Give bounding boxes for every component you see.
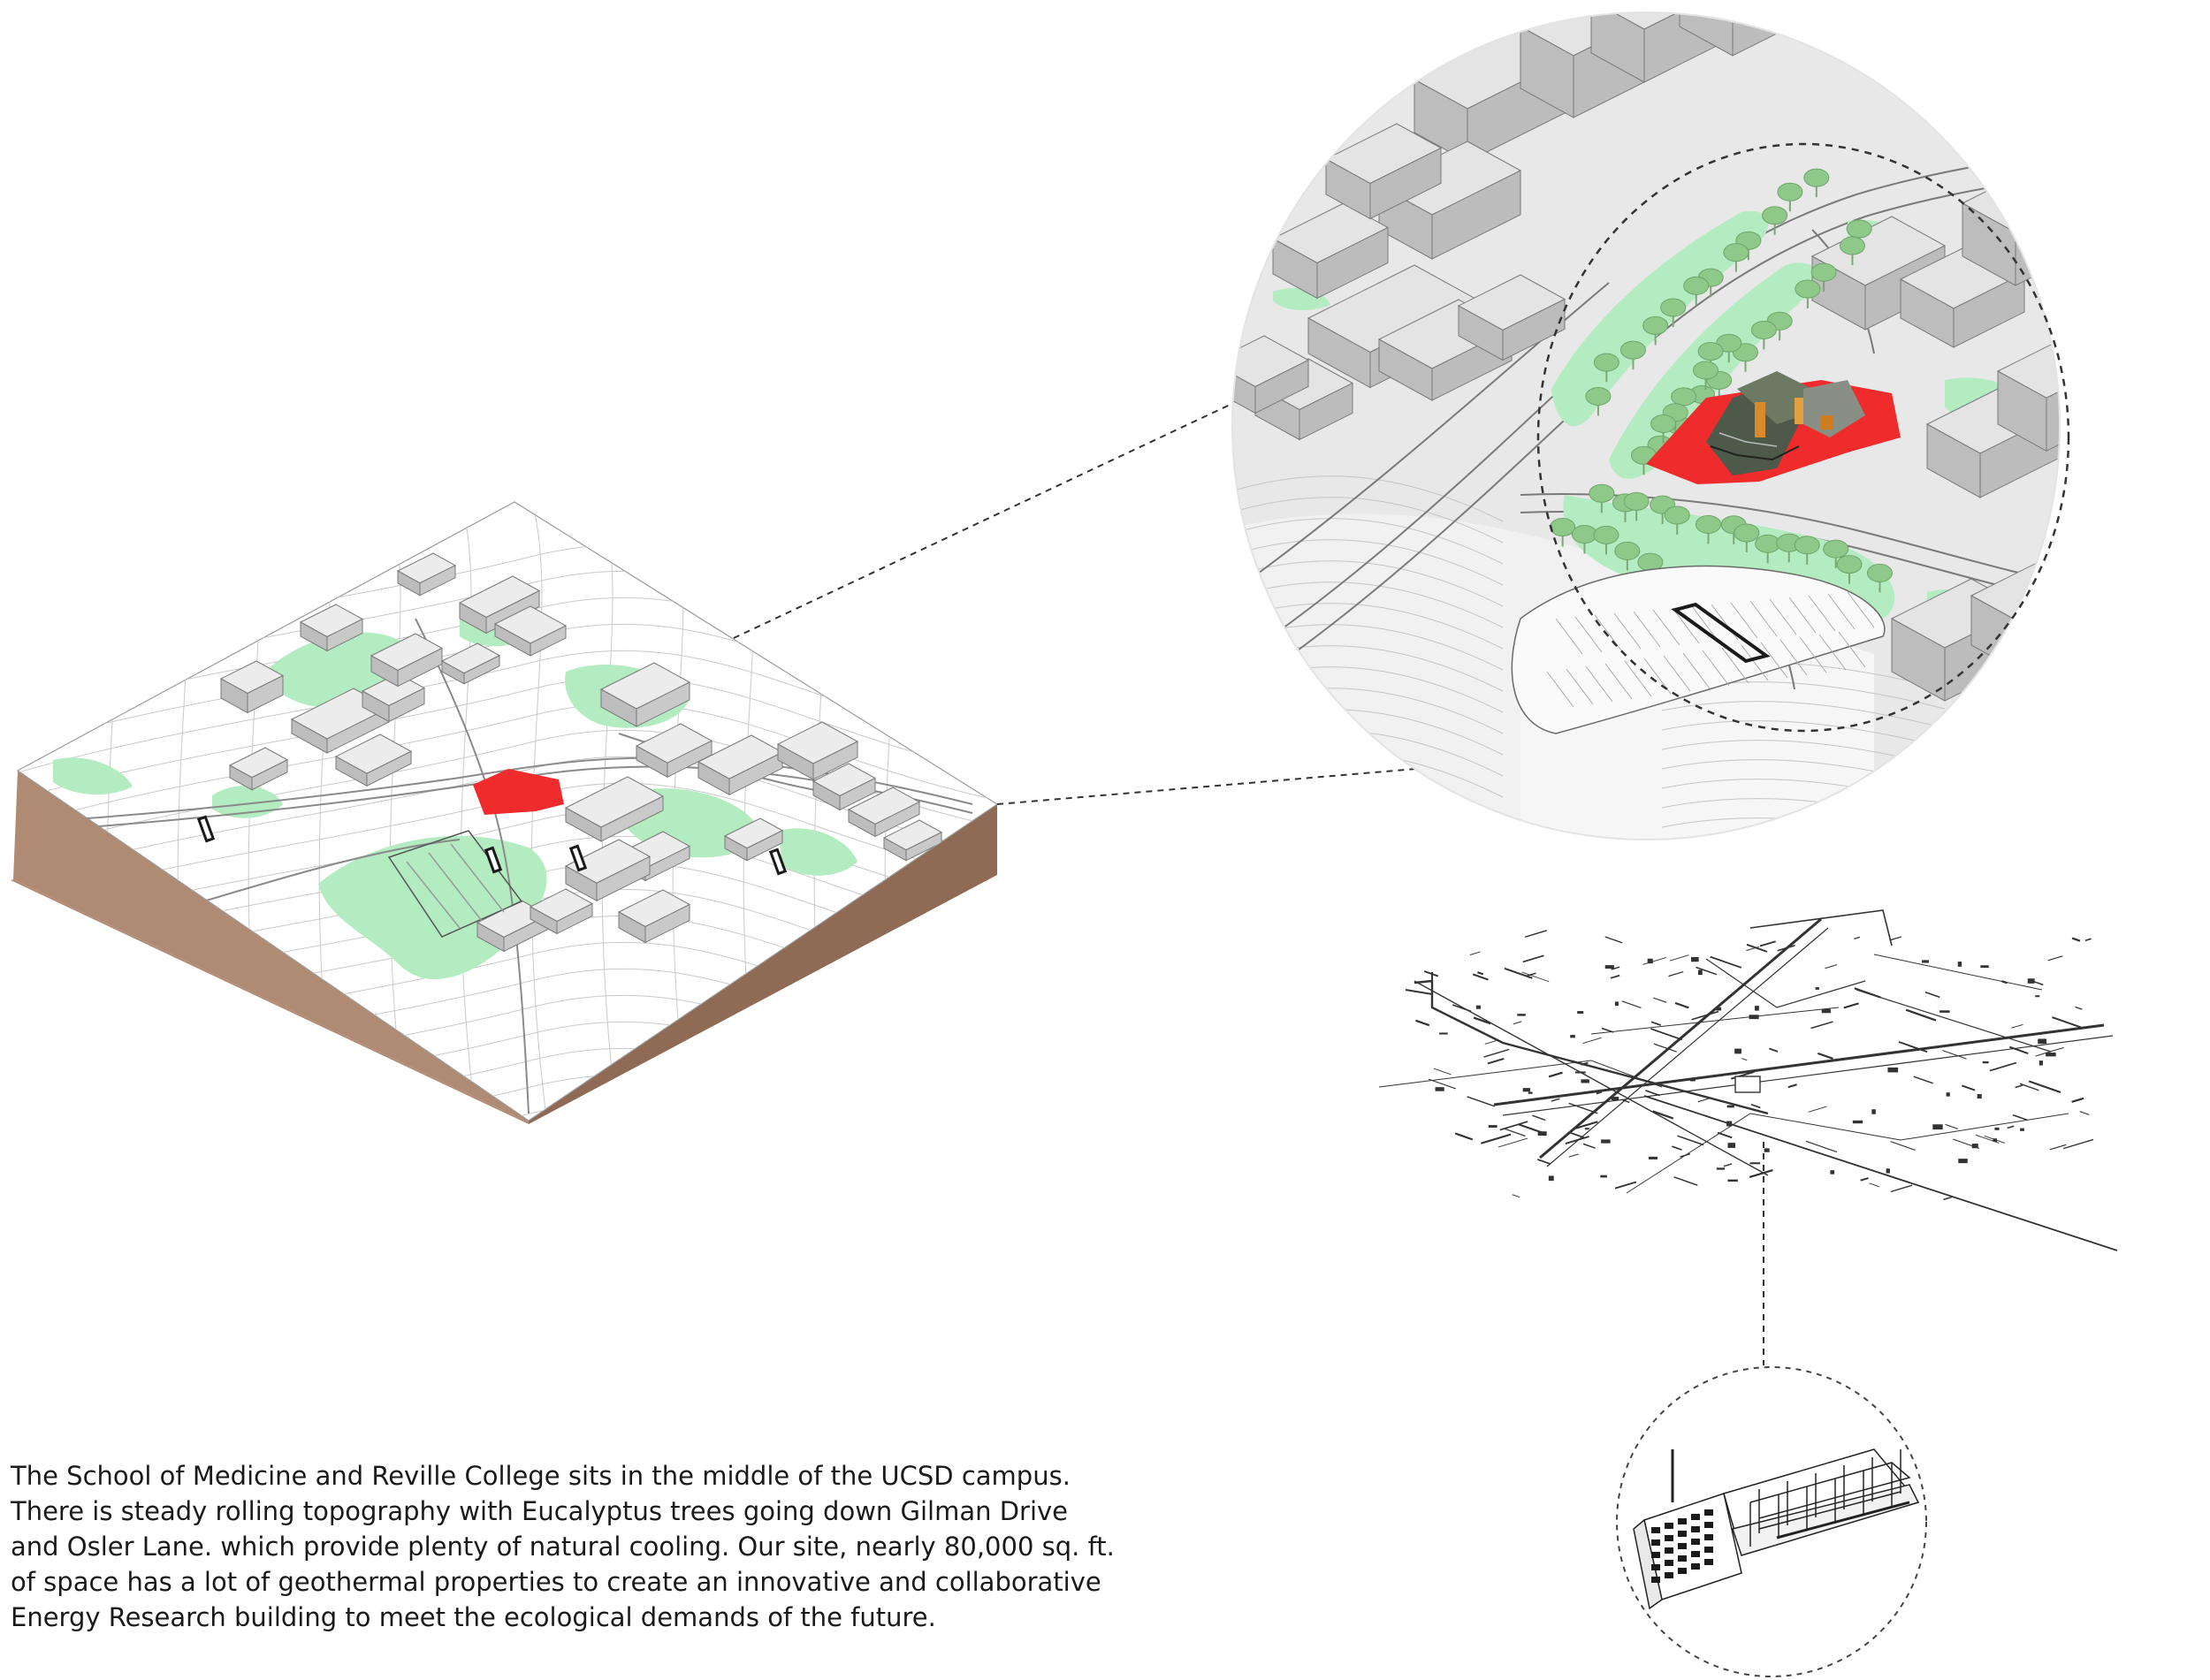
eucalyptus-trees — [1550, 168, 1893, 598]
central-plant-building — [1616, 1366, 1927, 1677]
inset-content — [1232, 12, 2060, 840]
caption-line: of space has a lot of geothermal propert… — [11, 1567, 1101, 1597]
zoom-leader-lines — [733, 399, 1764, 1365]
inset-buildings — [1232, 12, 2060, 702]
terrain-soil-front — [13, 771, 529, 1122]
parking-lots — [387, 830, 523, 938]
isometric-terrain-model — [11, 501, 999, 1124]
marker — [484, 846, 503, 874]
plant-drawing — [1633, 1448, 1920, 1610]
parking-lot — [387, 830, 523, 938]
caption-line: There is steady rolling topography with … — [11, 1496, 1069, 1526]
site-markers — [196, 815, 788, 876]
caption-line: The School of Medicine and Reville Colle… — [11, 1461, 1071, 1491]
proposed-building — [1706, 371, 1865, 475]
marker — [568, 844, 588, 872]
project-site — [473, 769, 564, 815]
focus-ring — [1536, 142, 2070, 733]
inset-outline — [1231, 11, 2061, 840]
leader-line — [733, 399, 1242, 639]
site-detail-circle — [1231, 11, 2070, 840]
terrain-soil-front-lower — [11, 879, 529, 1124]
green-area — [415, 925, 491, 963]
terrain-surface-details — [18, 502, 997, 1121]
caption-line: Energy Research building to meet the eco… — [11, 1602, 936, 1632]
marker — [196, 815, 216, 843]
inset-parking-lot — [1511, 565, 1886, 734]
underground-utility-network — [1378, 909, 2118, 1251]
campus-buildings — [219, 552, 943, 953]
green-area — [53, 757, 133, 795]
green-area — [778, 828, 857, 876]
site-description: The School of Medicine and Reville Colle… — [11, 1458, 1115, 1635]
road — [415, 618, 530, 1114]
terrain-soil-side — [529, 804, 997, 1124]
caption-line: and Osler Lane. which provide plenty of … — [11, 1532, 1115, 1562]
marker — [768, 848, 788, 876]
